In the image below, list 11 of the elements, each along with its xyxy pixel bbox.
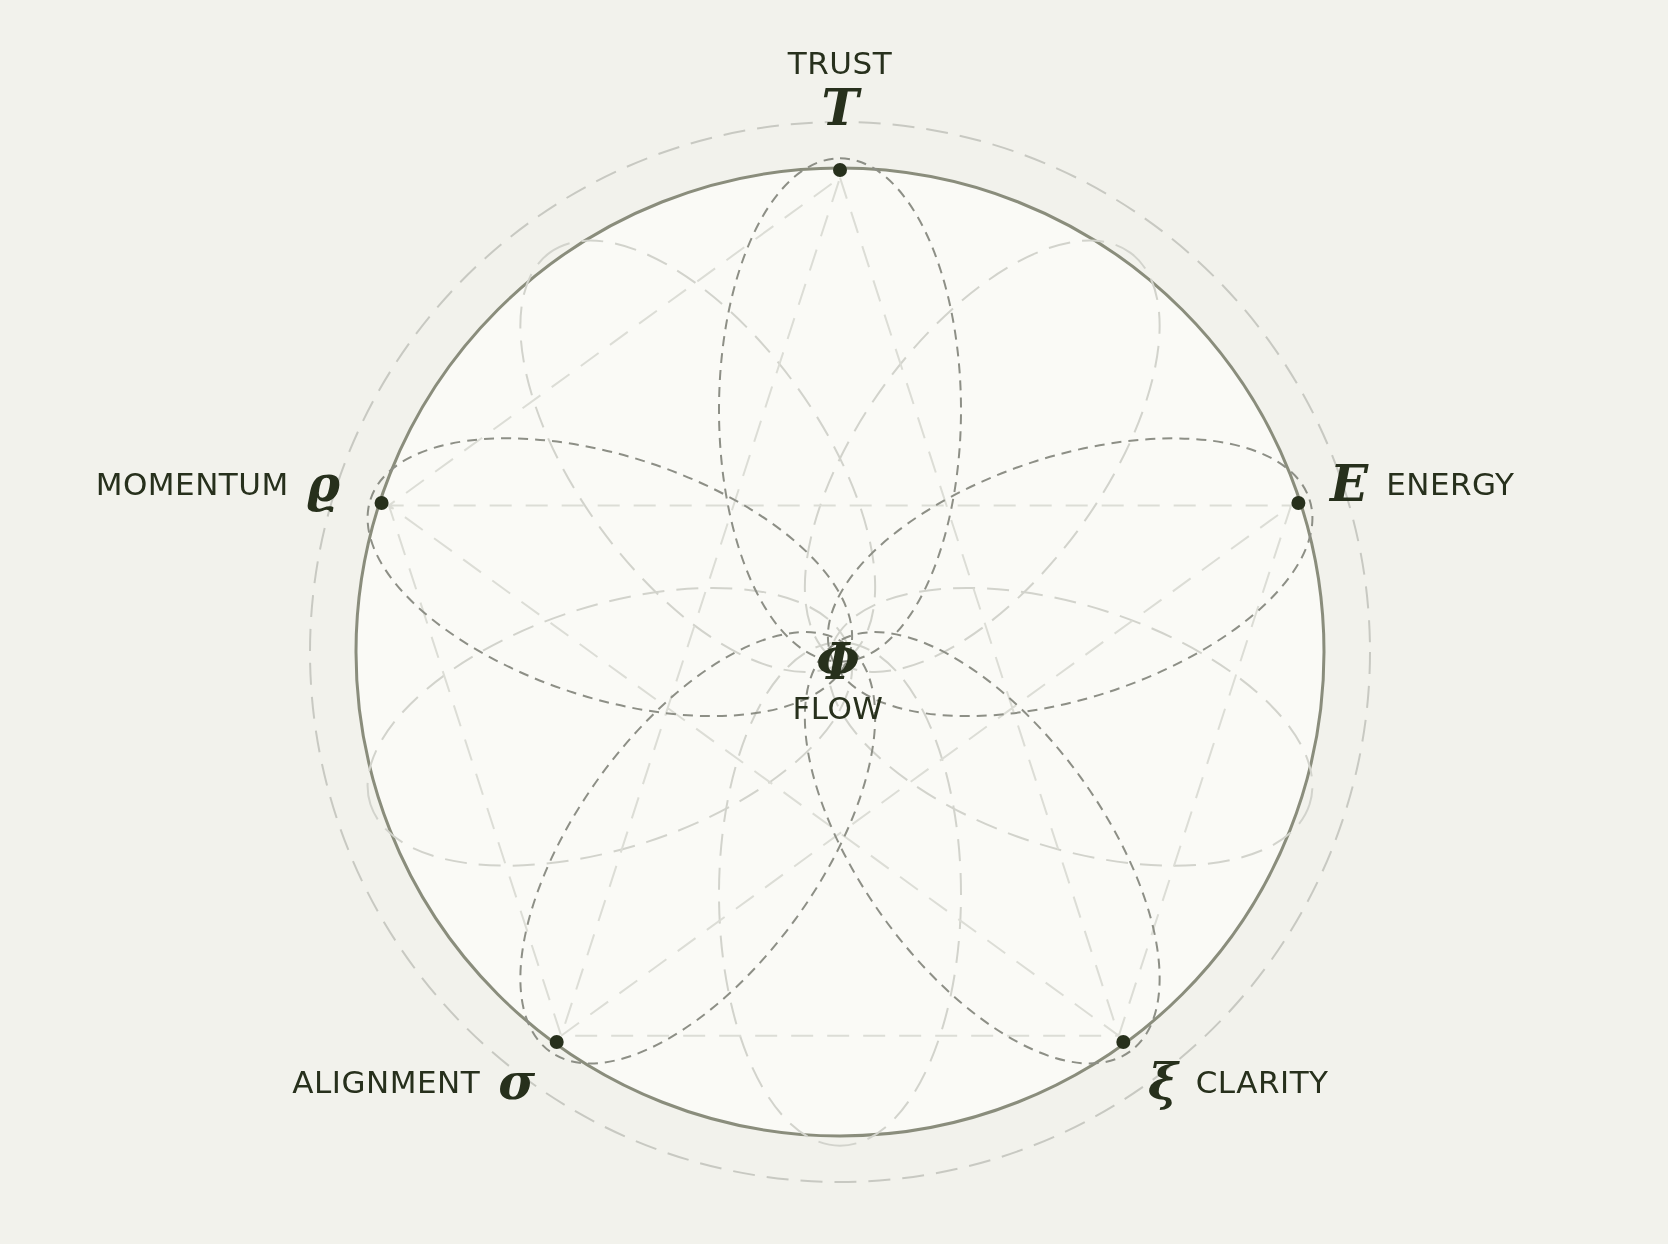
greek-symbol: E <box>1330 457 1369 511</box>
node-label: MOMENTUM <box>95 466 289 502</box>
node-label: FLOW <box>792 690 884 725</box>
node-label: ENERGY <box>1386 466 1515 502</box>
greek-symbol: σ <box>498 1055 535 1109</box>
node-label: ALIGNMENT <box>292 1064 481 1100</box>
greek-symbol: ξ <box>1148 1055 1178 1109</box>
node-label: TRUST <box>787 45 893 80</box>
greek-symbol: ϱ <box>306 457 340 511</box>
node-label: CLARITY <box>1195 1064 1329 1100</box>
greek-symbol: Φ <box>816 635 860 689</box>
